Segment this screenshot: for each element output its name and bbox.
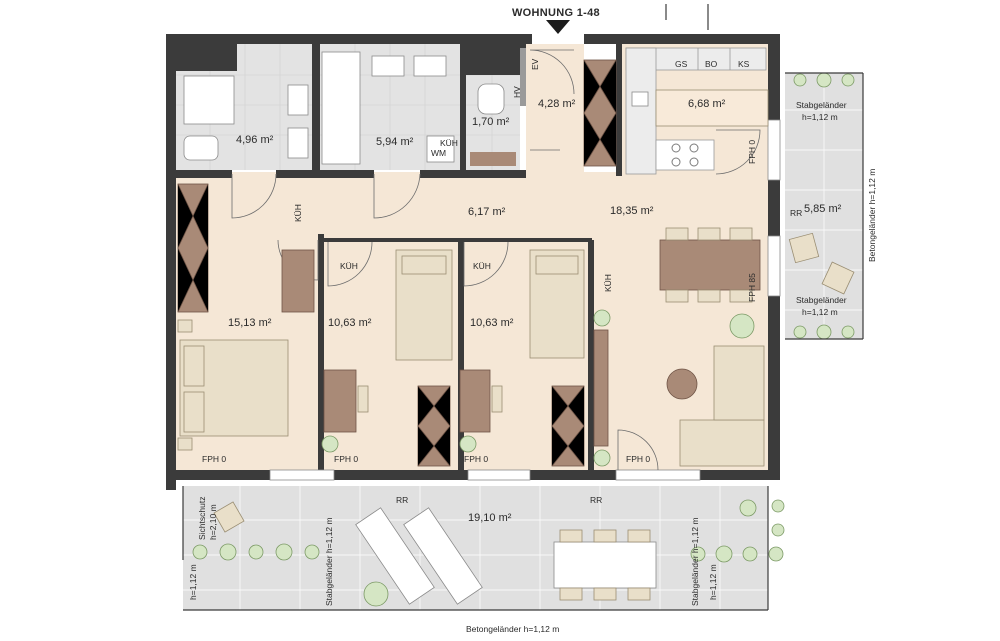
label-stabgelaender-bottom: Stabgeländer — [796, 295, 847, 305]
label-kueh-bedroom-3: KÜH — [473, 261, 491, 271]
area-bathroom-1: 4,96 m² — [236, 134, 274, 146]
label-rr-terrace-right: RR — [590, 495, 602, 505]
label-fph-bedroom-3: FPH 0 — [464, 454, 488, 464]
label-fph-living-bottom: FPH 0 — [626, 454, 650, 464]
railings — [182, 4, 864, 611]
label-kueh-hall: KÜH — [293, 204, 303, 222]
label-sichtschutz: Sichtschutz — [197, 497, 207, 540]
area-terrace: 19,10 m² — [468, 512, 512, 524]
bedroom-furniture — [177, 249, 585, 451]
area-bedroom-1: 15,13 m² — [228, 317, 272, 329]
bathroom-1-fixtures — [183, 75, 309, 161]
plants — [192, 72, 855, 607]
label-fph-kitchen: FPH 0 — [747, 140, 757, 164]
label-stabgelaender-top: Stabgeländer — [796, 100, 847, 110]
label-ks: KS — [738, 59, 750, 69]
doors — [231, 49, 761, 471]
entrance-arrow-icon — [546, 20, 570, 34]
area-bedroom-3: 10,63 m² — [470, 317, 514, 329]
area-hall: 6,17 m² — [468, 206, 506, 218]
area-kitchen: 6,68 m² — [688, 98, 726, 110]
label-wm: WM — [431, 148, 446, 158]
label-kueh-bath: KÜH — [440, 138, 458, 148]
label-bo: BO — [705, 59, 718, 69]
label-betongelaender-bottom: Betongeländer h=1,12 m — [466, 624, 559, 634]
apartment-title: WOHNUNG 1-48 — [512, 7, 600, 19]
label-fph-living: FPH 85 — [747, 273, 757, 302]
wc-fixtures — [470, 83, 516, 166]
label-stabgelaender-right: Stabgeländer h=1,12 m — [690, 517, 700, 606]
label-kueh-bedroom-2: KÜH — [340, 261, 358, 271]
kitchen-fixtures — [625, 47, 769, 175]
label-rr-terrace-left: RR — [396, 495, 408, 505]
windows — [269, 119, 781, 481]
label-gs: GS — [675, 59, 688, 69]
bathroom-2-fixtures — [321, 51, 455, 165]
label-hv: HV — [512, 86, 522, 98]
entry-floor — [526, 44, 584, 174]
label-stabgelaender-left: Stabgeländer h=1,12 m — [324, 517, 334, 606]
area-wc: 1,70 m² — [472, 116, 510, 128]
label-fph-bedroom-1: FPH 0 — [202, 454, 226, 464]
label-fph-bedroom-2: FPH 0 — [334, 454, 358, 464]
area-living: 18,35 m² — [610, 205, 654, 217]
area-balcony: 5,85 m² — [804, 203, 842, 215]
walls — [166, 34, 780, 490]
living-furniture — [659, 227, 765, 467]
wardrobes — [177, 59, 617, 467]
label-kueh-living: KÜH — [603, 274, 613, 292]
area-bathroom-2: 5,94 m² — [376, 136, 414, 148]
label-rr-balcony: RR — [790, 208, 802, 218]
label-h-left: h=1,12 m — [188, 564, 198, 600]
area-bedroom-2: 10,63 m² — [328, 317, 372, 329]
label-h-bottom: h=1,12 m — [802, 307, 838, 317]
label-ev: EV — [530, 58, 540, 70]
label-h-sichtschutz: h=2,10 m — [208, 504, 218, 540]
terrace-furniture — [213, 232, 855, 605]
label-h-right: h=1,12 m — [708, 564, 718, 600]
label-h-top: h=1,12 m — [802, 112, 838, 122]
label-betongelaender-side: Betongeländer h=1,12 m — [867, 169, 877, 262]
area-entry: 4,28 m² — [538, 98, 576, 110]
